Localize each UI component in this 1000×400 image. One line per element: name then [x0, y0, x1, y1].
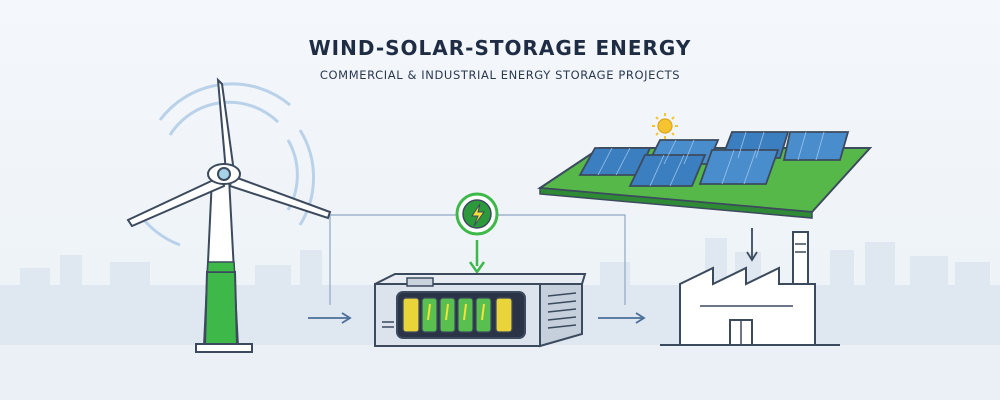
page-title: WIND-SOLAR-STORAGE ENERGY	[308, 36, 692, 60]
solar-panel	[628, 154, 707, 187]
lightning-bolt-icon	[471, 203, 485, 227]
solar-panel	[782, 131, 850, 161]
battery-cabinet-side	[539, 283, 583, 348]
turbine-hub	[217, 167, 231, 181]
flow-arrow-wind-to-battery	[308, 312, 352, 324]
battery-storage	[374, 273, 587, 348]
page-subtitle: COMMERCIAL & INDUSTRIAL ENERGY STORAGE P…	[319, 68, 681, 82]
flow-arrow-solar-to-factory	[746, 228, 758, 262]
battery-cell	[402, 297, 420, 333]
turbine-tower-band	[203, 271, 239, 347]
turbine-blade-right	[228, 174, 332, 220]
sun-icon	[652, 113, 678, 139]
solar-array	[537, 131, 873, 219]
flow-arrow-battery-to-factory	[598, 312, 646, 324]
charge-badge	[455, 192, 499, 236]
battery-spark-lines	[427, 303, 485, 321]
factory	[660, 231, 840, 346]
wind-turbine	[126, 77, 332, 353]
ground	[0, 345, 1000, 400]
turbine-blade-up	[216, 77, 236, 173]
turbine-base	[195, 343, 253, 353]
battery-cell	[495, 297, 513, 333]
